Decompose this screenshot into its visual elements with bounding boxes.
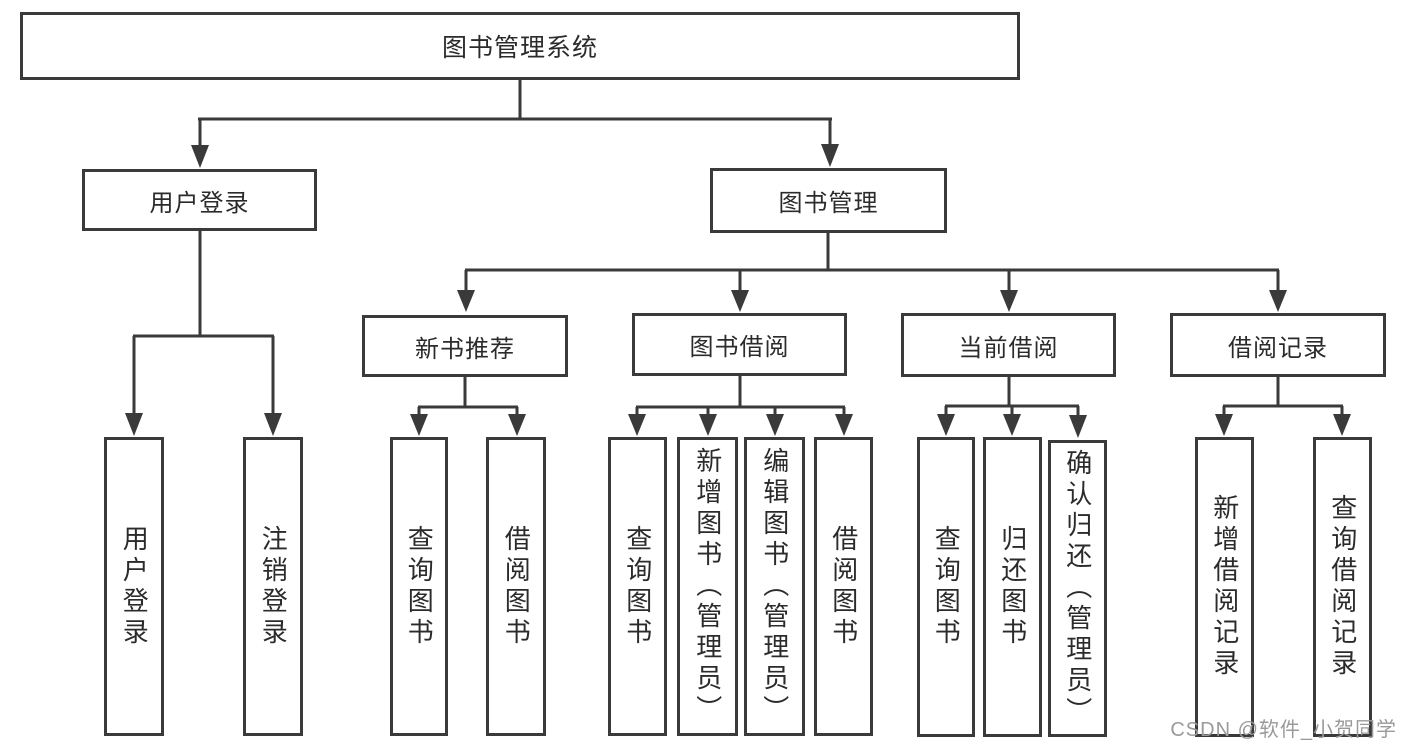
node-label: 借阅图书 [828, 524, 859, 649]
node-label: 注销登录 [258, 524, 289, 649]
node-label: 用户登录 [119, 524, 150, 649]
node-book-management: 图书管理 [710, 168, 947, 233]
node-leaf-add-books-admin: 新增图书（管理员） [677, 437, 738, 736]
node-leaf-borrow-books-1: 借阅图书 [486, 437, 546, 736]
node-label: 新增图书（管理员） [692, 447, 723, 726]
node-label: 查询图书 [622, 524, 653, 649]
node-leaf-add-borrow-record: 新增借阅记录 [1195, 437, 1254, 737]
node-leaf-query-books-1: 查询图书 [390, 437, 448, 736]
node-leaf-query-borrow-record: 查询借阅记录 [1313, 437, 1372, 737]
node-leaf-logout: 注销登录 [243, 437, 303, 736]
node-label: 查询借阅记录 [1327, 494, 1358, 680]
connector-new-book-children [410, 377, 526, 436]
node-label: 用户登录 [149, 189, 250, 217]
csdn-watermark: CSDN @软件_小贺同学 [1170, 719, 1397, 741]
connector-current-borrow-children [937, 377, 1087, 438]
connector-user-login-children [125, 230, 282, 436]
node-label: 当前借阅 [958, 334, 1059, 362]
node-root-library-system: 图书管理系统 [20, 12, 1020, 80]
node-label: 借阅图书 [501, 524, 532, 649]
node-leaf-borrow-books-2: 借阅图书 [814, 437, 873, 736]
node-label: 图书借阅 [689, 334, 790, 361]
node-borrow-record: 借阅记录 [1170, 313, 1386, 377]
node-user-login: 用户登录 [82, 169, 317, 231]
node-label: 编辑图书（管理员） [759, 447, 790, 726]
node-leaf-query-books-3: 查询图书 [917, 437, 975, 737]
node-label: 新增借阅记录 [1209, 494, 1240, 680]
connector-book-borrow-children [628, 376, 853, 436]
node-label: 借阅记录 [1228, 334, 1328, 362]
connector-book-mgmt-children [457, 233, 1287, 312]
node-leaf-return-books: 归还图书 [983, 437, 1042, 737]
connector-borrow-record-children [1215, 377, 1351, 436]
node-label: 确认归还（管理员） [1062, 449, 1093, 728]
node-leaf-user-login: 用户登录 [104, 437, 164, 736]
node-label: 图书管理 [778, 190, 879, 217]
node-label: 新书推荐 [415, 335, 515, 363]
node-current-borrow: 当前借阅 [901, 313, 1116, 377]
node-label: 查询图书 [404, 524, 435, 649]
node-book-borrow: 图书借阅 [632, 313, 847, 376]
node-label: 归还图书 [997, 525, 1028, 649]
node-label: 查询图书 [931, 525, 962, 649]
node-leaf-query-books-2: 查询图书 [608, 437, 667, 736]
node-label: 图书管理系统 [441, 34, 598, 62]
node-leaf-edit-books-admin: 编辑图书（管理员） [744, 437, 805, 736]
connector-root-to-level2 [191, 80, 839, 168]
node-new-book-recommend: 新书推荐 [362, 315, 568, 377]
node-leaf-confirm-return-admin: 确认归还（管理员） [1048, 440, 1107, 737]
